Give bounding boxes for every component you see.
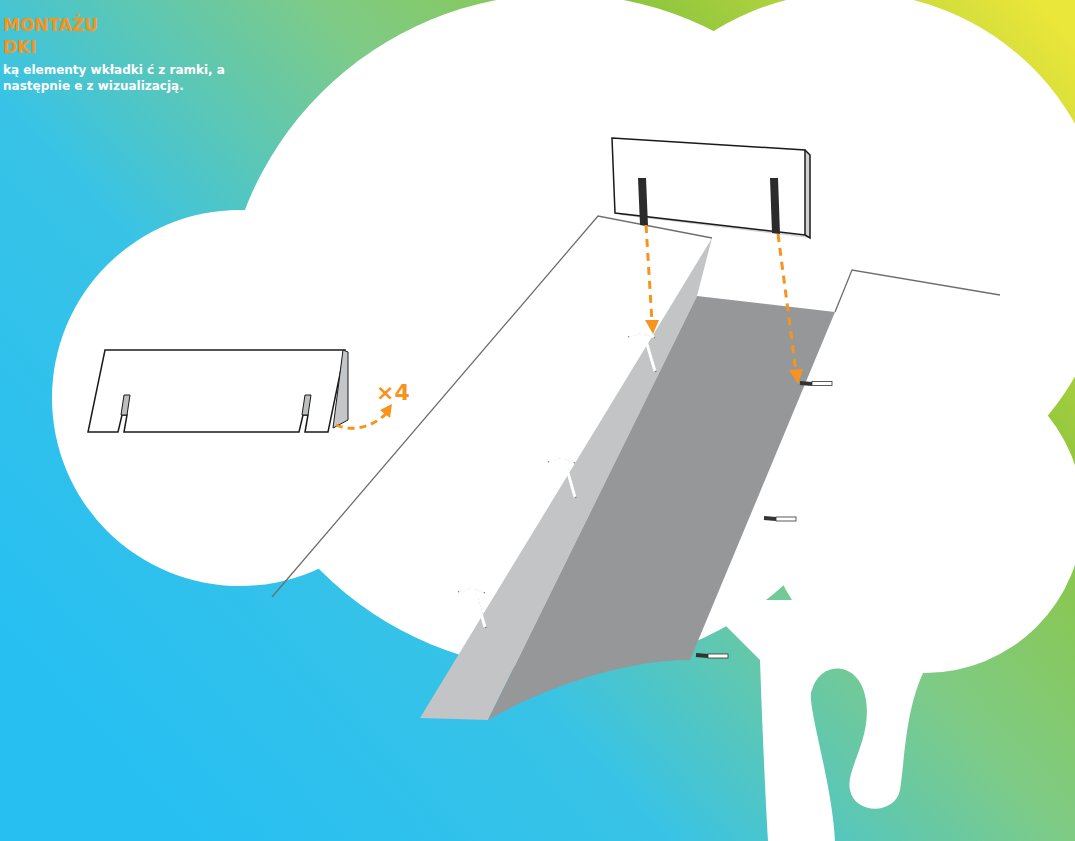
cloud-shape: [52, 0, 1075, 841]
instruction-text: ką elementy wkładki ć z ramki, a następn…: [3, 62, 225, 94]
tray-frame: [272, 216, 1000, 720]
insert-card: [612, 138, 810, 384]
insert-piece: [88, 350, 392, 432]
quantity-label: ×4: [376, 380, 410, 406]
section-heading: MONTAŻU DKI: [3, 14, 103, 58]
